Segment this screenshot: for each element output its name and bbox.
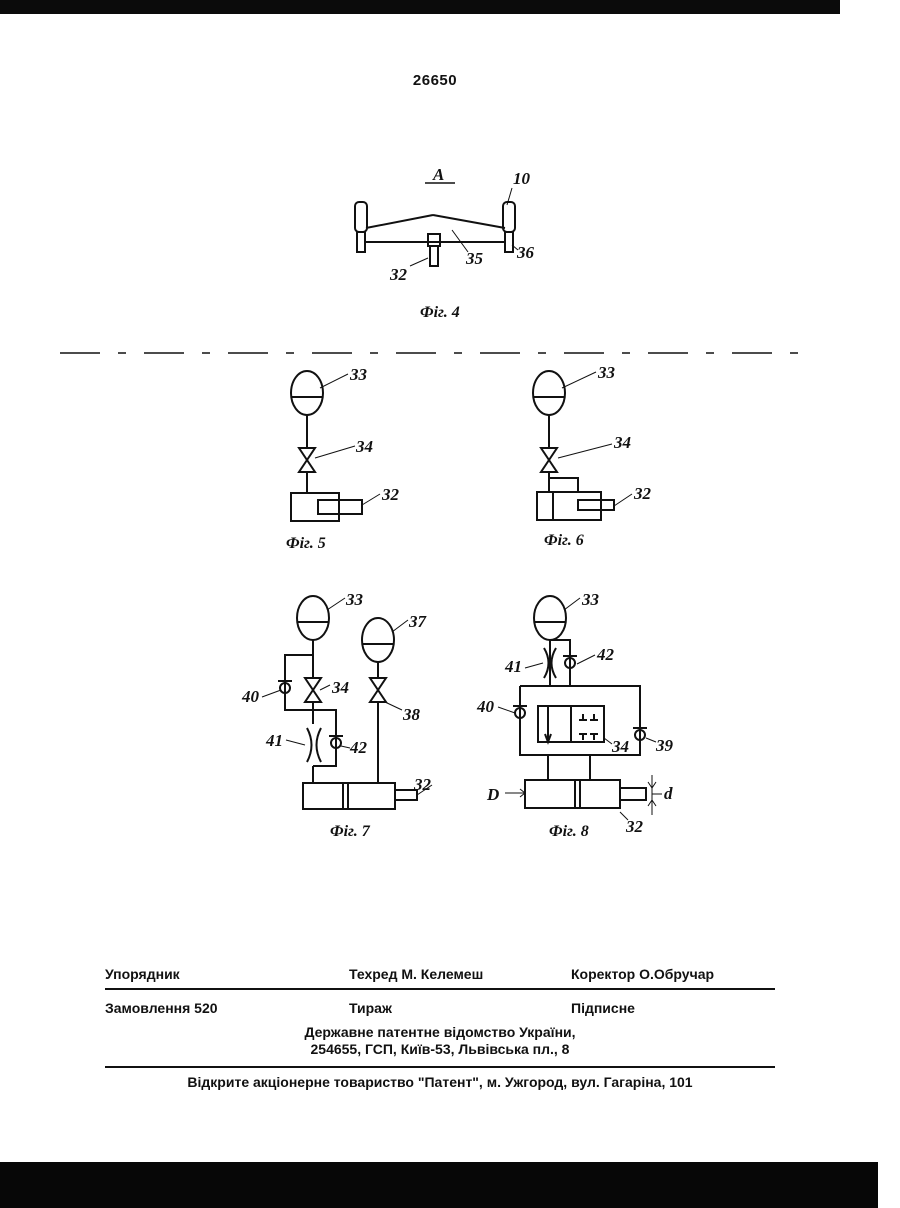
figure-7	[262, 596, 432, 809]
office-line-1: Державне патентне відомство України,	[105, 1024, 775, 1041]
scan-border-bottom	[0, 1162, 878, 1208]
fig8-label-42: 42	[596, 645, 615, 664]
fig8-label-39: 39	[655, 736, 674, 755]
divider-2	[105, 1066, 775, 1068]
fig7-label-32: 32	[413, 775, 432, 794]
order-number: Замовлення 520	[105, 1000, 218, 1016]
fig8-label-33: 33	[581, 590, 600, 609]
divider-1	[105, 988, 775, 990]
fig8-label-32: 32	[625, 817, 644, 836]
imprint-row-editors: Упорядник Техред М. Келемеш Коректор О.О…	[105, 962, 775, 988]
fig7-label-41: 41	[265, 731, 283, 750]
fig7-label-34: 34	[331, 678, 349, 697]
tech-editor: Техред М. Келемеш	[349, 966, 483, 982]
fig5-label-34: 34	[355, 437, 373, 456]
fig6-label-32: 32	[633, 484, 652, 503]
fig8-label-34: 34	[611, 737, 629, 756]
fig7-label-33: 33	[345, 590, 364, 609]
fig6-caption: Фіг. 6	[544, 532, 584, 549]
fig5-caption: Фіг. 5	[286, 535, 326, 552]
fig6-label-34: 34	[613, 433, 631, 452]
figure-4	[355, 183, 518, 266]
fig7-label-40: 40	[241, 687, 260, 706]
fig4-label-36: 36	[516, 243, 535, 262]
office-line-2: 254655, ГСП, Київ-53, Львівська пл., 8	[105, 1041, 775, 1058]
patent-office-address: Державне патентне відомство України, 254…	[105, 1024, 775, 1058]
fig5-label-32: 32	[381, 485, 400, 504]
publisher-line: Відкрите акціонерне товариство "Патент",…	[105, 1074, 775, 1090]
fig8-label-41: 41	[504, 657, 522, 676]
fig6-label-33: 33	[597, 363, 616, 382]
imprint-row-order: Замовлення 520 Тираж Підписне	[105, 996, 775, 1022]
fig4-caption: Фіг. 4	[420, 304, 460, 321]
fig5-label-33: 33	[349, 365, 368, 384]
fig8-label-40: 40	[476, 697, 495, 716]
fig7-label-42: 42	[349, 738, 368, 757]
subscription: Підписне	[571, 1000, 635, 1016]
fig7-label-38: 38	[402, 705, 421, 724]
patent-drawings: A 10 35 36 32 Фіг. 4 33 34 32 Фіг. 5 33 …	[0, 0, 900, 960]
fig7-caption: Фіг. 7	[330, 823, 371, 840]
imprint-block: Упорядник Техред М. Келемеш Коректор О.О…	[105, 962, 775, 1058]
circulation: Тираж	[349, 1000, 392, 1016]
fig4-label-35: 35	[465, 249, 484, 268]
fig4-view-label: A	[432, 165, 444, 184]
compiler: Упорядник	[105, 966, 180, 982]
fig4-label-10: 10	[513, 169, 531, 188]
fig8-label-D: D	[486, 785, 499, 804]
proofreader: Коректор О.Обручар	[571, 966, 714, 982]
fig7-label-37: 37	[408, 612, 428, 631]
figure-8	[498, 596, 662, 820]
fig8-caption: Фіг. 8	[549, 823, 589, 840]
fig8-label-d: d	[664, 784, 673, 803]
fig4-label-32: 32	[389, 265, 408, 284]
